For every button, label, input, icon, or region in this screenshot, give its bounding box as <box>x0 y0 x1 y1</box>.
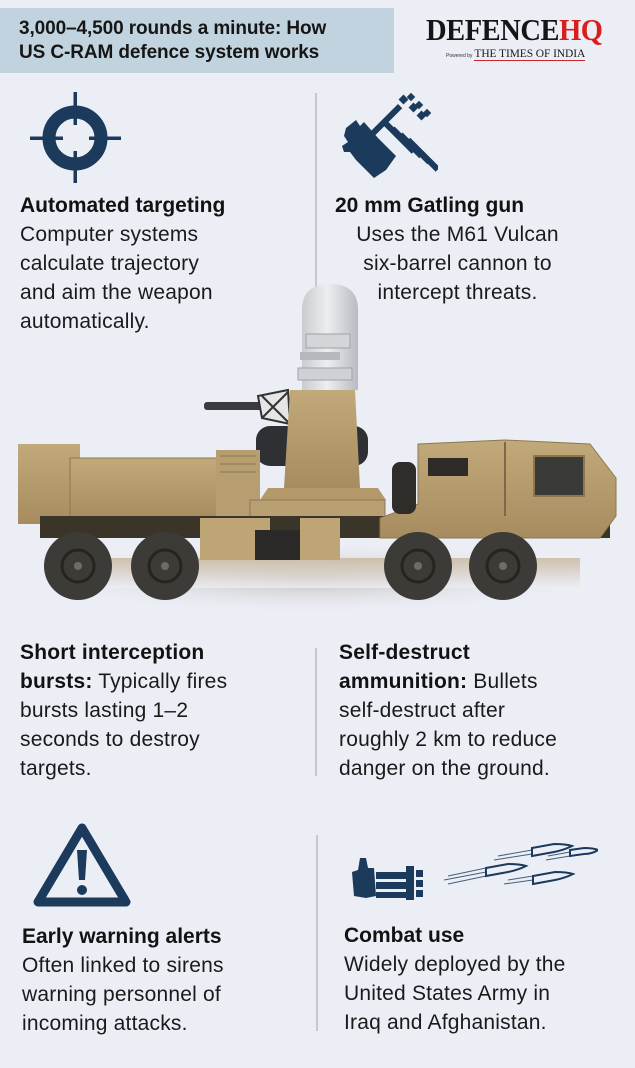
title-line-1: 3,000–4,500 rounds a minute: How <box>19 18 327 39</box>
feature-heading-cont: ammunition: <box>339 670 468 693</box>
feature-body: Uses the M61 Vulcan six-barrel cannon to… <box>356 223 559 304</box>
title-line-2: US C-RAM defence system works <box>19 42 320 63</box>
feature-short-interception-bursts: Short interception bursts: Typically fir… <box>20 638 310 783</box>
divider-top <box>315 93 317 291</box>
feature-body: Often linked to sirens warning personnel… <box>22 954 224 1035</box>
gatling-firing-bullets-icon <box>348 836 600 914</box>
divider-bottom <box>316 835 318 1031</box>
gatling-gun-icon <box>338 90 440 185</box>
brand-name-hq: HQ <box>559 12 603 47</box>
brand-name: DEFENCEHQ <box>426 14 615 46</box>
feature-heading: Short interception <box>20 641 205 664</box>
title-banner: 3,000–4,500 rounds a minute: How US C-RA… <box>0 8 394 73</box>
feature-self-destruct-ammunition: Self-destruct ammunition: Bullets self-d… <box>339 638 634 783</box>
publisher-name: THE TIMES OF INDIA <box>474 48 586 61</box>
powered-by-label: Powered by <box>446 53 473 59</box>
warning-triangle-icon <box>32 820 132 912</box>
feature-heading: Combat use <box>344 924 465 947</box>
brand-subline: Powered by THE TIMES OF INDIA <box>446 48 631 61</box>
divider-middle <box>315 648 317 776</box>
c-ram-vehicle-illustration <box>0 278 635 623</box>
feature-body: Widely deployed by the United States Arm… <box>344 953 566 1034</box>
crosshair-target-icon <box>28 90 122 184</box>
brand-name-defence: DEFENCE <box>426 12 560 47</box>
feature-heading: Self-destruct <box>339 641 470 664</box>
feature-body: Computer systems calculate trajectory an… <box>20 223 213 333</box>
feature-heading: 20 mm Gatling gun <box>335 194 525 217</box>
feature-text: Short interception bursts: Typically fir… <box>20 638 310 783</box>
feature-heading-cont: bursts: <box>20 670 93 693</box>
feature-heading: Early warning alerts <box>22 925 222 948</box>
brand-logo: DEFENCEHQ Powered by THE TIMES OF INDIA <box>426 14 631 61</box>
feature-heading: Automated targeting <box>20 194 226 217</box>
feature-text: Self-destruct ammunition: Bullets self-d… <box>339 638 634 783</box>
